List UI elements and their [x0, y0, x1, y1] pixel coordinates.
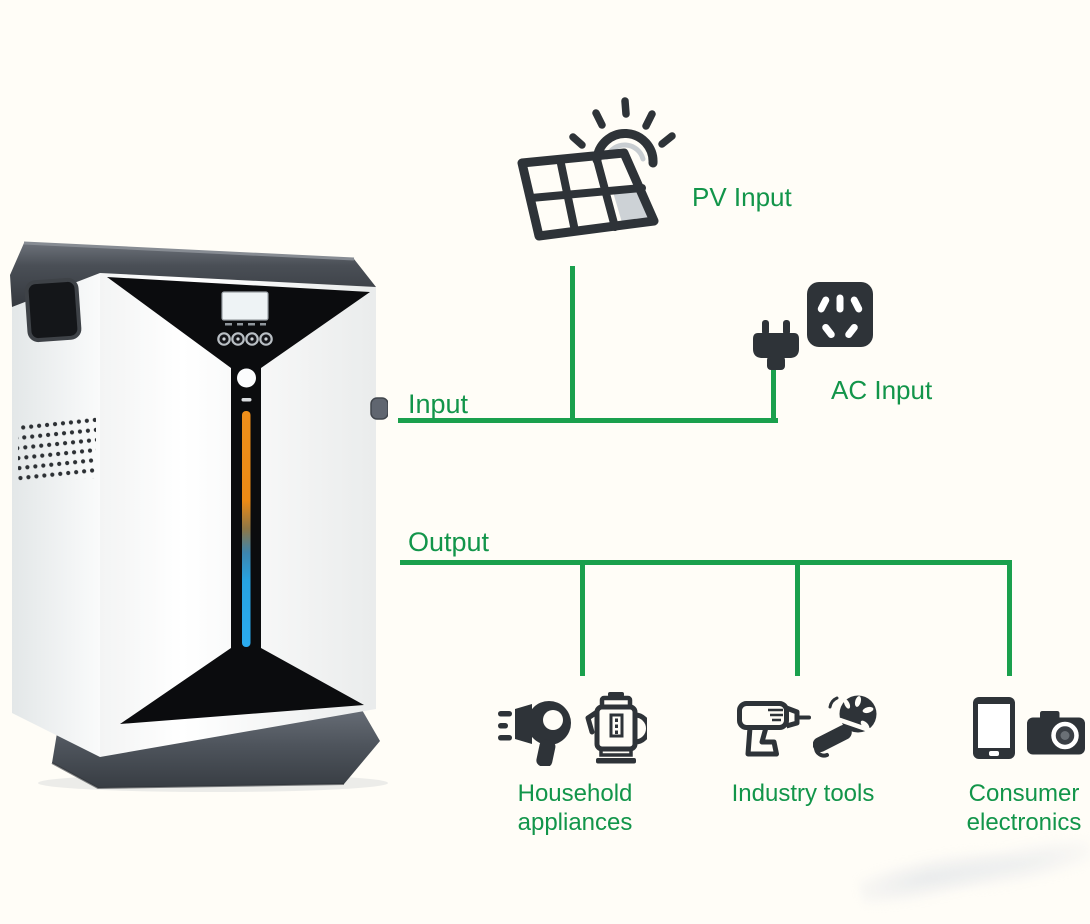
- input-bus-line: [398, 418, 778, 423]
- hair-dryer-icon: [498, 696, 574, 766]
- device-power-button: [237, 368, 256, 388]
- power-socket-icon: [806, 281, 874, 348]
- angle-grinder-icon: [813, 694, 879, 760]
- output-drop-industry: [795, 560, 800, 676]
- device-side-knob: [370, 397, 388, 420]
- device-vents: [18, 414, 96, 485]
- output-drop-consumer: [1007, 560, 1012, 676]
- device-led-strip: [242, 411, 251, 647]
- power-drill-icon: [737, 699, 811, 761]
- sun-arc: [592, 129, 658, 168]
- pv-input-label: PV Input: [692, 182, 792, 212]
- input-label: Input: [408, 389, 469, 419]
- ac-plug-cable: [771, 367, 776, 423]
- solar-panel-icon: [512, 97, 677, 255]
- device-fascia: [107, 277, 370, 724]
- device-control-buttons: [217, 332, 273, 346]
- household-appliances-label: Household appliances: [517, 780, 633, 836]
- device-indicator-dash: [241, 398, 252, 402]
- device-top-cap: [10, 243, 376, 307]
- battery-tower: [10, 241, 388, 792]
- camera-icon: [1027, 709, 1085, 755]
- device-display: [221, 291, 269, 321]
- output-drop-household: [580, 560, 585, 676]
- industry-tools-label: Industry tools: [731, 780, 875, 807]
- electric-kettle-icon: [585, 691, 647, 765]
- sun-rays: [569, 97, 676, 149]
- ac-input-label: AC Input: [831, 375, 933, 405]
- device-side-panel: [12, 273, 100, 757]
- output-label: Output: [408, 527, 490, 557]
- consumer-electronics-label: Consumer electronics: [966, 780, 1082, 836]
- device-display-marks: [225, 323, 266, 326]
- device-side-handle: [24, 277, 82, 343]
- pv-drop-line: [570, 266, 575, 423]
- output-bus-line: [400, 560, 1012, 565]
- tablet-icon: [972, 696, 1016, 760]
- power-plug-icon: [752, 320, 800, 372]
